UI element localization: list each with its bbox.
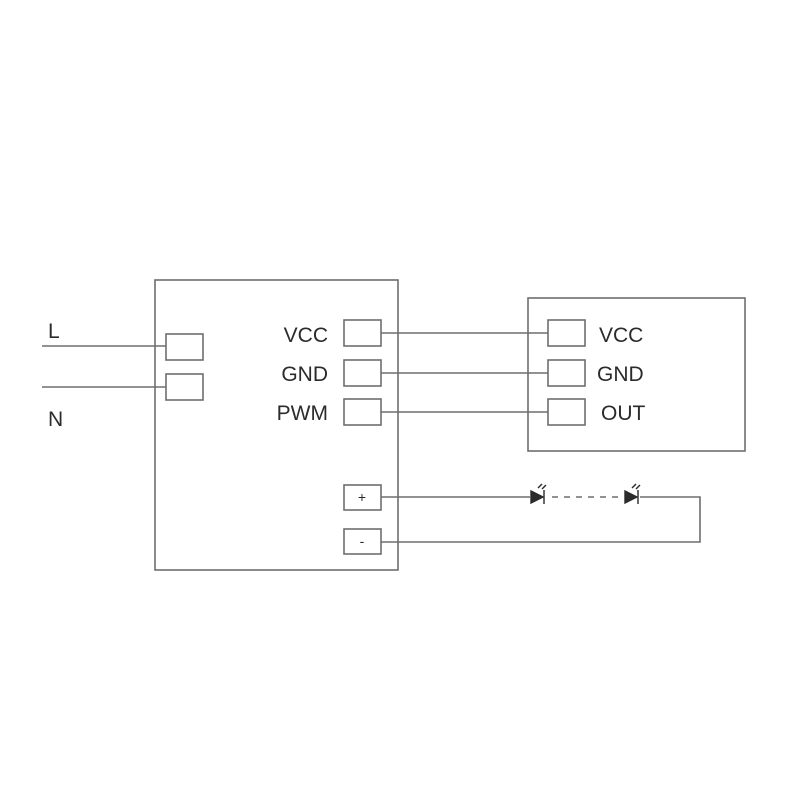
- driver-terminal-neutral: [165, 373, 204, 401]
- sensor-gnd-label: GND: [597, 363, 644, 386]
- plus-label: +: [358, 489, 366, 505]
- driver-terminal-gnd: [343, 359, 382, 387]
- minus-label: -: [360, 533, 365, 549]
- neutral-label: N: [48, 408, 63, 431]
- driver-terminal-pwm: [343, 398, 382, 426]
- sensor-vcc-label: VCC: [599, 324, 643, 347]
- led-diode-icon: [530, 483, 547, 505]
- driver-terminal-live: [165, 333, 204, 361]
- sensor-terminal-out: [547, 398, 586, 426]
- driver-module: [154, 279, 399, 571]
- driver-gnd-label: GND: [281, 363, 328, 386]
- live-label: L: [48, 320, 60, 343]
- sensor-module: [527, 297, 746, 452]
- led-diode-icon: [624, 483, 641, 505]
- driver-terminal-vcc: [343, 319, 382, 347]
- sensor-terminal-vcc: [547, 319, 586, 347]
- driver-vcc-label: VCC: [284, 324, 328, 347]
- sensor-out-label: OUT: [601, 402, 646, 425]
- sensor-terminal-gnd: [547, 359, 586, 387]
- driver-pwm-label: PWM: [277, 402, 328, 425]
- led-return-wire: [381, 496, 701, 543]
